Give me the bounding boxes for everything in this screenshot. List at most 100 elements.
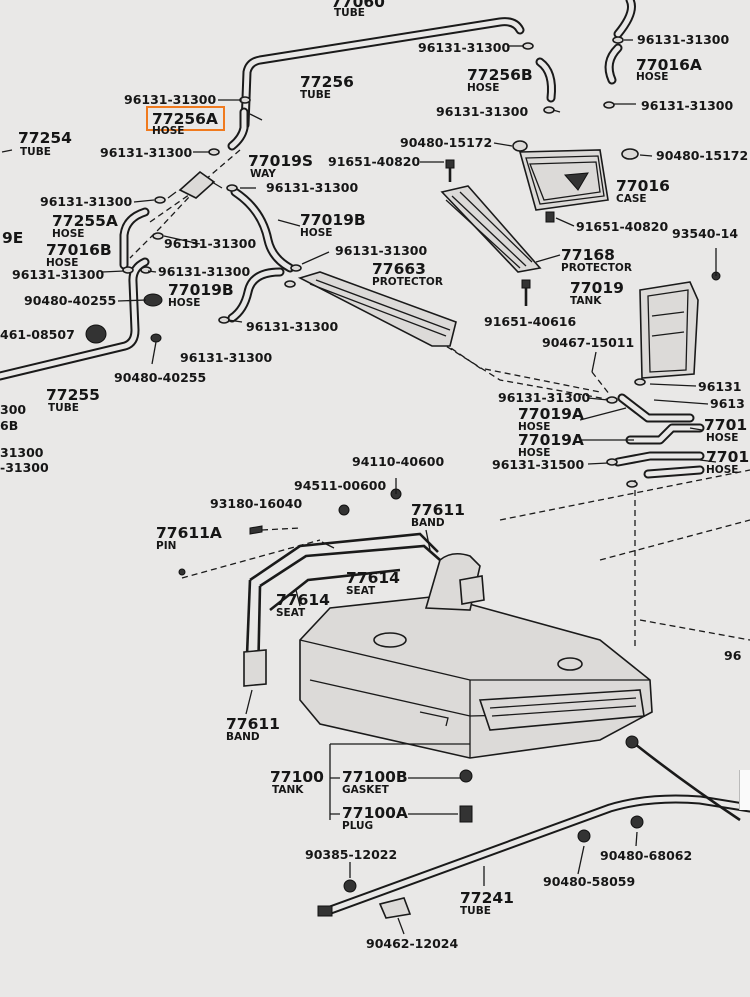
label-91651-40820-b: 91651-40820 — [576, 219, 668, 234]
label-77241-sub: TUBE — [460, 905, 491, 917]
protector-77168 — [440, 185, 542, 273]
label-77611-band-sub: BAND — [411, 517, 445, 529]
hose-77016a — [604, 43, 623, 85]
leader-lines — [1, 39, 717, 935]
highlight-box — [146, 106, 225, 131]
hose-77256b — [535, 57, 556, 103]
fuel-tank-77100 — [299, 552, 653, 759]
label-31300-b: -31300 — [0, 460, 49, 475]
label-77019b-b: 77019B — [168, 281, 234, 299]
label-77100b: 77100B — [342, 768, 408, 786]
label-77255a-sub: HOSE — [52, 228, 84, 240]
label-96131-m: 96131-31300 — [246, 319, 338, 334]
label-77016-sub: CASE — [616, 193, 647, 205]
label-7701-b: 7701 — [706, 448, 749, 466]
label-94110: 94110-40600 — [352, 454, 444, 469]
label-90480-15172-b: 90480-15172 — [656, 148, 748, 163]
label-93180: 93180-16040 — [210, 496, 302, 511]
label-93540: 93540-14 — [672, 226, 738, 241]
label-90480-58059: 90480-58059 — [543, 874, 635, 889]
label-96131-n: 96131-31300 — [180, 350, 272, 365]
label-77019s-sub: WAY — [250, 168, 276, 180]
label-96131-k: 96131-31300 — [335, 243, 427, 258]
upper-tube-77256 — [240, 17, 525, 130]
bolts — [178, 159, 721, 919]
left-tube-77255 — [0, 257, 150, 381]
label-77016b: 77016B — [46, 241, 112, 259]
label-96131-i: 96131-31300 — [164, 236, 256, 251]
label-77019s: 77019S — [248, 152, 313, 170]
label-77663: 77663 — [372, 260, 426, 278]
label-tube-top-sub: TUBE — [334, 7, 365, 19]
label-77168-sub: PROTECTOR — [561, 262, 632, 274]
label-77168: 77168 — [561, 246, 615, 264]
label-77256b-sub: HOSE — [467, 82, 499, 94]
label-77256b: 77256B — [467, 66, 533, 84]
label-96131-l: 96131-31300 — [158, 264, 250, 279]
label-96131-b: 96131-31300 — [637, 32, 729, 47]
label-77254: 77254 — [18, 129, 72, 147]
label-96131-r: 96131-31500 — [492, 457, 584, 472]
side-scroll-tab[interactable] — [739, 770, 750, 810]
canister-case-77016 — [512, 140, 639, 223]
label-77100b-sub: GASKET — [342, 784, 390, 796]
label-9613-q: 9613 — [710, 396, 745, 411]
label-90467-15011: 90467-15011 — [542, 335, 634, 350]
label-77016a-sub: HOSE — [636, 71, 668, 83]
label-77256-sub: TUBE — [300, 89, 331, 101]
label-9e: 9E — [2, 229, 23, 247]
top-right-tube — [613, 0, 636, 39]
label-90480-68062: 90480-68062 — [600, 848, 692, 863]
label-77100: 77100 — [270, 768, 324, 786]
label-96131-j: 96131-31300 — [12, 267, 104, 282]
label-77611-band: 77611 — [411, 501, 465, 519]
label-77016: 77016 — [616, 177, 670, 195]
label-77241: 77241 — [460, 889, 514, 907]
label-7701-a-sub: HOSE — [706, 432, 738, 444]
label-77100-sub: TANK — [272, 784, 304, 796]
label-77016a: 77016A — [636, 56, 702, 74]
label-90480-40255-b: 90480-40255 — [114, 370, 206, 385]
label-96131-o: 96131 — [698, 379, 742, 394]
label-90385: 90385-12022 — [305, 847, 397, 862]
label-7701-b-sub: HOSE — [706, 464, 738, 476]
label-31300-a: 31300 — [0, 445, 44, 460]
hose-77256a — [227, 107, 249, 151]
label-90480-40255-a: 90480-40255 — [24, 293, 116, 308]
label-90480-15172-a: 90480-15172 — [400, 135, 492, 150]
label-77019a-b-sub: HOSE — [518, 447, 550, 459]
label-77019b-b-sub: HOSE — [168, 297, 200, 309]
bottom-tube-77241 — [320, 735, 750, 917]
label-77614-b-sub: SEAT — [276, 607, 306, 619]
dashed-routing — [129, 149, 750, 650]
label-77019a-a-sub: HOSE — [518, 421, 550, 433]
label-77614-a-sub: SEAT — [346, 585, 376, 597]
label-96131-h: 96131-31300 — [266, 180, 358, 195]
label-91651-40820-a: 91651-40820 — [328, 154, 420, 169]
label-96131-a: 96131-31300 — [418, 40, 510, 55]
label-461-08507: 461-08507 — [0, 327, 75, 342]
three-way-connector — [167, 170, 223, 199]
tank-77019 — [639, 281, 699, 379]
label-96131-p: 96131-31300 — [498, 390, 590, 405]
protector-77663 — [297, 271, 457, 347]
label-77016b-sub: HOSE — [46, 257, 78, 269]
label-96131-e: 96131-31300 — [641, 98, 733, 113]
label-77256: 77256 — [300, 73, 354, 91]
label-300: 300 — [0, 402, 26, 417]
label-77019: 77019 — [570, 279, 624, 297]
label-77019-sub: TANK — [570, 295, 602, 307]
label-91651-40616: 91651-40616 — [484, 314, 576, 329]
label-96: 96 — [724, 648, 742, 663]
part-labels: 77060 TUBE 96131-31300 96131-31300 77016… — [0, 0, 749, 951]
label-77100a-sub: PLUG — [342, 820, 373, 832]
label-77611-b: 77611 — [226, 715, 280, 733]
label-77254-sub: TUBE — [20, 146, 51, 158]
label-7701-a: 7701 — [704, 416, 747, 434]
tank-bands — [243, 532, 441, 687]
label-77256a: 77256A — [152, 110, 218, 128]
label-77255-sub: TUBE — [48, 402, 79, 414]
label-77256a-sub: HOSE — [152, 125, 184, 137]
label-77019a-b: 77019A — [518, 431, 584, 449]
